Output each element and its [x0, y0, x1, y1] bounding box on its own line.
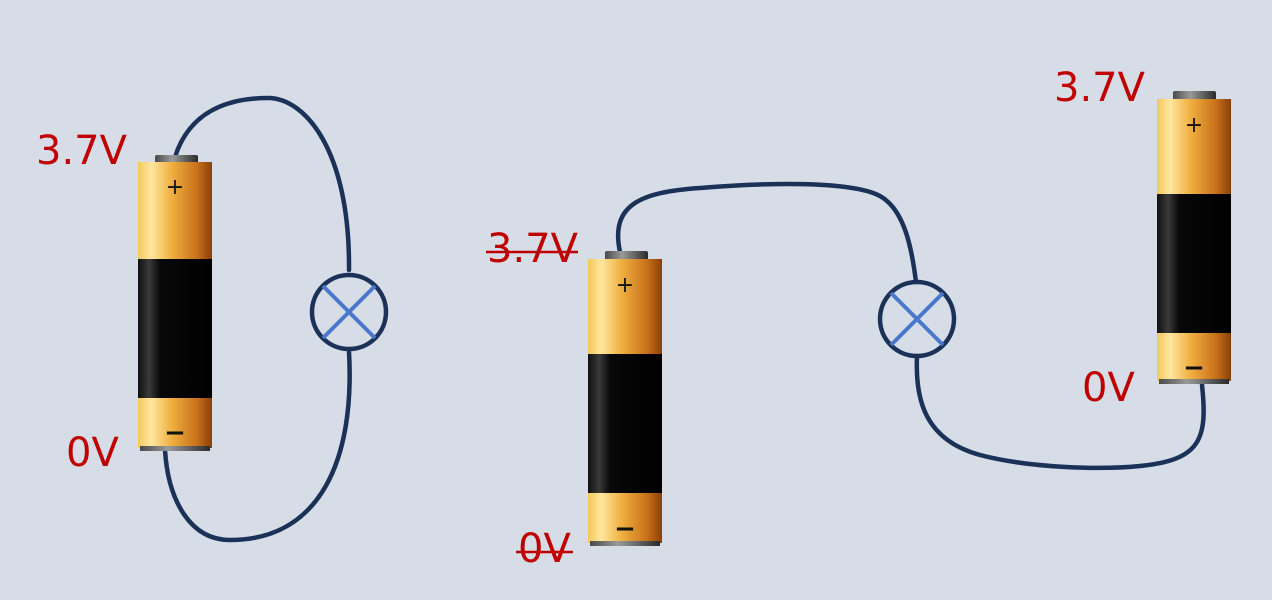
negative-sign: − [1183, 353, 1205, 383]
positive-sign: + [166, 175, 184, 200]
right-top-voltage-label: 3.7V [1054, 65, 1146, 111]
positive-sign: + [1185, 113, 1203, 138]
right-circuit: + − 3.7V 0V + − 3.7V 0V [486, 65, 1231, 572]
battery-icon: + − [138, 155, 212, 451]
right-bottom-voltage-label: 0V [1082, 365, 1135, 411]
left-wire-top [172, 95, 352, 273]
light-bulb-icon [877, 279, 957, 359]
right-wire-bottom [914, 353, 1206, 471]
battery-icon: + − [1157, 91, 1231, 384]
left-wire-bottom [162, 349, 352, 543]
left-circuit: + − 3.7V 0V [36, 95, 389, 543]
right-wire-top [616, 181, 919, 285]
left-top-voltage-label: 3.7V [36, 128, 128, 174]
negative-sign: − [164, 418, 186, 448]
negative-sign: − [614, 514, 636, 544]
middle-bottom-voltage-label: 0V [518, 526, 571, 572]
positive-sign: + [616, 273, 634, 298]
battery-icon: + − [588, 251, 662, 546]
left-bottom-voltage-label: 0V [66, 430, 119, 476]
light-bulb-icon [309, 272, 389, 352]
middle-top-voltage-label: 3.7V [487, 226, 579, 272]
